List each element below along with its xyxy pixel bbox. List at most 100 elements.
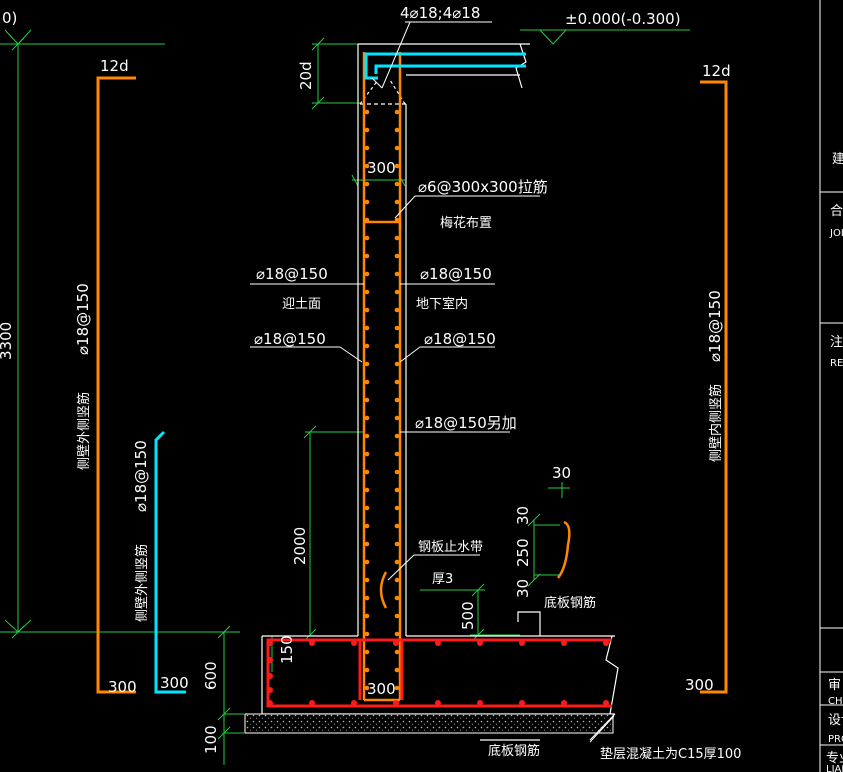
top-bars-label: 4⌀18;4⌀18 <box>400 4 480 22</box>
rebar-dot <box>394 199 400 205</box>
rebar-dot <box>364 307 370 313</box>
rebar-dot <box>394 271 400 277</box>
rebar-dot <box>364 541 370 547</box>
rebar-dot <box>364 487 370 493</box>
base-rebar-dot <box>477 700 483 706</box>
rebar-dot <box>394 433 400 439</box>
rebar-dot <box>364 523 370 529</box>
rebar-dot <box>394 397 400 403</box>
dim-600: 600 <box>202 661 220 690</box>
dim-300-bottom: 300 <box>367 680 396 698</box>
rebar-dot <box>364 289 370 295</box>
left-bar-name: 侧壁外侧竖筋 <box>76 392 92 470</box>
right-bar-name: 侧壁内侧竖筋 <box>708 384 724 462</box>
base-rebar-dot <box>561 700 567 706</box>
rebar-dot <box>364 379 370 385</box>
right-bar-spec: ⌀18@150 <box>706 290 724 362</box>
rebar-dot <box>364 631 370 637</box>
rebar-dot <box>394 127 400 133</box>
rebar-dot <box>394 541 400 547</box>
rebar-dot <box>364 199 370 205</box>
base-rebar-dot <box>351 700 357 706</box>
base-rebar-dot <box>477 640 483 646</box>
dim-150: 150 <box>278 635 296 664</box>
rebar-dot <box>394 631 400 637</box>
rebar-dot <box>394 469 400 475</box>
rebar-dot <box>394 487 400 493</box>
rebar-dot <box>364 343 370 349</box>
right-bar-label-2: ⌀18@150 <box>424 330 496 348</box>
base-rebar-red <box>266 638 612 708</box>
rebar-dot <box>364 109 370 115</box>
rebar-dot <box>394 505 400 511</box>
left-elevation-fragment: 0) <box>2 9 17 27</box>
indoor-side-label: 地下室内 <box>416 296 468 312</box>
dim-300-top: 300 <box>367 159 396 177</box>
base-rebar-dot <box>519 640 525 646</box>
cushion-label: 垫层混凝土为C15厚100 <box>600 746 741 762</box>
left-bar-300: 300 <box>108 678 137 696</box>
dim-30-a: 30 <box>552 464 571 482</box>
title-block-text: PRO <box>828 734 843 745</box>
right-bar-300: 300 <box>685 676 714 694</box>
elevation-label: ±0.000(-0.300) <box>565 10 681 28</box>
rebar-dot <box>394 253 400 259</box>
rebar-dot <box>364 505 370 511</box>
cushion-leader <box>589 715 615 743</box>
rebar-dot <box>364 649 370 655</box>
rebar-dot <box>364 181 370 187</box>
rebar-dot <box>394 379 400 385</box>
title-block <box>819 0 843 772</box>
cyan-bar-300: 300 <box>160 674 189 692</box>
rebar-dot <box>394 595 400 601</box>
right-bar-12d: 12d <box>702 62 731 80</box>
base-rebar-dot <box>309 640 315 646</box>
soil-side-label: 迎土面 <box>282 297 321 312</box>
rebar-dot <box>394 685 400 691</box>
base-rebar-dot <box>267 657 273 663</box>
rebar-dot <box>394 109 400 115</box>
dim-500: 500 <box>459 601 477 630</box>
title-block-text: 建 <box>832 152 843 167</box>
base-rebar-dot <box>267 673 273 679</box>
rebar-dot <box>394 577 400 583</box>
bottom-rebar-label-1: 底板钢筋 <box>544 595 596 611</box>
rebar-dot <box>364 145 370 151</box>
base-rebar-dot <box>309 700 315 706</box>
rebar-dot <box>394 325 400 331</box>
elevation-lines <box>0 29 690 765</box>
rebar-dot <box>364 163 370 169</box>
rebar-dot <box>364 361 370 367</box>
dim-30-c: 30 <box>514 579 532 598</box>
base-rebar-dot <box>603 700 609 706</box>
rebar-dot <box>364 469 370 475</box>
rebar-dot <box>394 235 400 241</box>
title-block-text: REG <box>830 358 843 369</box>
base-rebar-dot <box>267 700 273 706</box>
wall-outline <box>261 43 619 741</box>
rebar-dot <box>364 325 370 331</box>
rebar-dot <box>364 451 370 457</box>
base-rebar-dot <box>267 640 273 646</box>
rebar-dot <box>394 145 400 151</box>
rebar-dot <box>364 685 370 691</box>
title-block-text: 注册 <box>830 335 843 350</box>
dim-30-b: 30 <box>514 506 532 525</box>
rebar-dot <box>364 415 370 421</box>
title-block-text: CHE <box>828 696 843 707</box>
rebar-dot <box>364 613 370 619</box>
rebar-dot <box>394 163 400 169</box>
rebar-dot <box>364 577 370 583</box>
rebar-dot <box>394 217 400 223</box>
title-block-text: 合作 <box>830 204 843 219</box>
right-bar-label-1: ⌀18@150 <box>420 265 492 283</box>
wall-rebar-orange <box>362 52 402 702</box>
waterstop-thickness-label: 厚3 <box>432 572 453 587</box>
left-bar-label-2: ⌀18@150 <box>254 330 326 348</box>
left-bar-spec: ⌀18@150 <box>74 283 92 355</box>
dim-2000: 2000 <box>291 527 309 565</box>
rebar-dot <box>364 559 370 565</box>
cyan-bar-name: 侧壁外侧竖筋 <box>134 544 150 622</box>
rebar-dot <box>394 667 400 673</box>
